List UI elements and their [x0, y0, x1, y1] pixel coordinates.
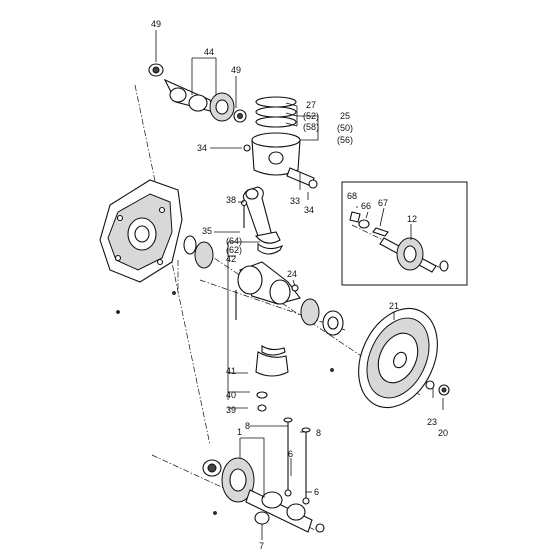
callout-21: 21: [389, 301, 399, 311]
bottom-camshaft-assembly: [202, 417, 325, 533]
callout-38: 38: [226, 195, 236, 205]
callout-20: 20: [438, 428, 448, 438]
callout-68: 68: [347, 191, 357, 201]
inset-governor: [341, 181, 468, 286]
callout-39: 39: [226, 405, 236, 415]
callout-34-right: 34: [304, 205, 314, 215]
crankcase-cover: [99, 179, 183, 314]
callout-62: (62): [226, 245, 242, 255]
rod-cap: [255, 345, 289, 412]
crankshaft: [172, 235, 344, 372]
leader-lines: [155, 30, 444, 540]
callout-50: (50): [337, 123, 353, 133]
callout-27: 27: [306, 100, 316, 110]
callout-56: (56): [337, 135, 353, 145]
callout-67: 67: [378, 198, 388, 208]
callout-49-top: 49: [151, 19, 161, 29]
callout-24: 24: [287, 269, 297, 279]
callout-41: 41: [226, 366, 236, 376]
callout-6-lower: 6: [314, 487, 319, 497]
callout-58: (58): [303, 122, 319, 132]
callout-8-left: 8: [245, 421, 250, 431]
piston-assembly: [243, 96, 318, 189]
callout-12: 12: [407, 214, 417, 224]
callout-35: 35: [202, 226, 212, 236]
callout-42: 42: [226, 254, 236, 264]
callout-1: 1: [237, 427, 242, 437]
flywheel: [358, 307, 450, 409]
callout-44: 44: [204, 47, 214, 57]
callout-23: 23: [427, 417, 437, 427]
callout-7: 7: [259, 541, 264, 551]
callout-8-right: 8: [316, 428, 321, 438]
callout-25: 25: [340, 111, 350, 121]
callout-49-right: 49: [231, 65, 241, 75]
callout-64: (64): [226, 236, 242, 246]
connecting-rod: [240, 186, 284, 255]
top-camshaft-assembly: [148, 63, 247, 123]
callout-6-upper: 6: [288, 449, 293, 459]
callout-labels: 49 44 49 27 (52) (58) 25 (50) (56) 34 33…: [151, 19, 448, 551]
callout-33: 33: [290, 196, 300, 206]
callout-66: 66: [361, 201, 371, 211]
callout-40: 40: [226, 390, 236, 400]
callout-52: (52): [303, 111, 319, 121]
callout-34-left: 34: [197, 143, 207, 153]
